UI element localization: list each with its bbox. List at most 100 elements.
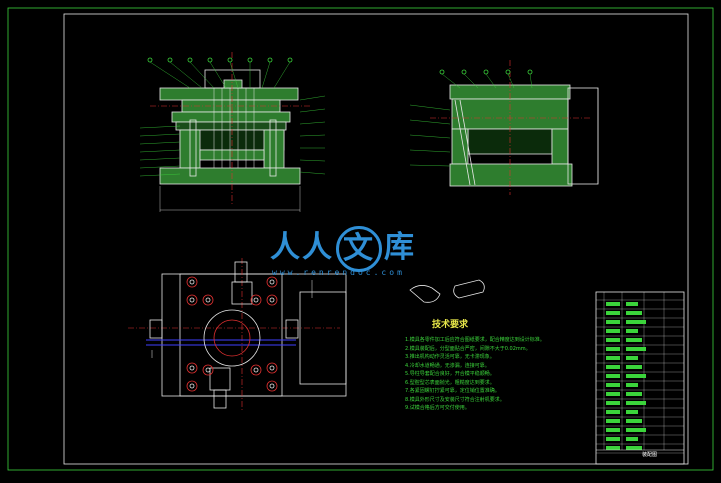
part-leader-line — [139, 165, 181, 169]
part-balloon — [287, 57, 293, 63]
sheet-outer-border — [7, 7, 714, 471]
title-block-name: 装配图 — [642, 452, 658, 458]
parts-list-entry — [606, 320, 620, 324]
screw-hole — [250, 364, 262, 376]
plan-side-block — [299, 291, 347, 385]
part-leader-line — [261, 61, 271, 89]
parts-list-entry — [626, 437, 638, 441]
sheet-inner-border — [63, 13, 689, 465]
plan-cavity-inner-circle — [213, 319, 251, 357]
screw-hole — [186, 380, 198, 392]
screw-hole — [186, 294, 198, 306]
part-leader-line — [189, 61, 215, 89]
screw-hole — [186, 276, 198, 288]
part-leader-line — [299, 159, 326, 162]
parts-list-entry — [606, 401, 620, 405]
parts-list-entry — [626, 446, 642, 450]
part-leader-line — [139, 149, 181, 153]
requirement-line: 2.模具装配后，分型面贴合严密，间隙不大于0.02mm。 — [405, 345, 531, 352]
technical-requirements-list: 1.模具各零件加工后应符合图纸要求，配合精度达到设计标准。 2.模具装配后，分型… — [405, 336, 545, 413]
screw-hole — [250, 294, 262, 306]
title-block-frame — [595, 291, 685, 465]
part-balloon — [527, 69, 533, 75]
parts-list-entry — [606, 383, 620, 387]
bottom-clamp-plate — [159, 167, 301, 185]
parts-list-entry — [626, 401, 646, 405]
part-isometric-sketch — [453, 279, 485, 299]
guide-pillar — [269, 119, 277, 177]
parts-list-entry — [626, 302, 638, 306]
screw-hole — [186, 362, 198, 374]
part-balloon — [505, 69, 511, 75]
parts-list-entry — [626, 383, 638, 387]
requirement-line: 6.型腔型芯表面抛光，粗糙度达到要求。 — [405, 379, 495, 386]
parts-list-entry — [626, 419, 642, 423]
part-leader-line — [507, 73, 515, 89]
watermark-char-ren1: 人 — [270, 230, 302, 265]
part-leader-line — [299, 108, 326, 113]
part-balloon — [147, 57, 153, 63]
parts-list-entry — [626, 374, 646, 378]
part-balloon — [167, 57, 173, 63]
plan-inner-plate — [179, 273, 283, 397]
parts-list-entry — [626, 356, 638, 360]
side-hydraulic-outline — [567, 87, 599, 185]
screw-hole-center — [189, 383, 195, 389]
part-leader-line — [139, 141, 181, 145]
screw-hole — [266, 276, 278, 288]
part-leader-line — [485, 73, 497, 89]
part-balloon — [247, 57, 253, 63]
part-leader-line — [409, 134, 451, 139]
part-balloon — [267, 57, 273, 63]
parts-list-entry — [606, 428, 620, 432]
parts-list-entry — [606, 347, 620, 351]
part-balloon — [227, 57, 233, 63]
locating-ring — [223, 79, 243, 89]
watermark-ring: 文 — [336, 225, 382, 272]
screw-hole-center — [189, 365, 195, 371]
part-leader-line — [139, 125, 181, 129]
parts-list-entry — [626, 311, 642, 315]
parts-list-entry — [626, 365, 642, 369]
part-balloon — [461, 69, 467, 75]
watermark-url: www.renrendoc.com — [272, 268, 405, 277]
side-spacer-right — [551, 128, 569, 165]
part-isometric-sketch — [409, 285, 441, 303]
part-leader-line — [409, 104, 451, 111]
screw-hole — [266, 294, 278, 306]
requirement-line: 3.推出机构动作灵活可靠，无卡滞现象。 — [405, 354, 495, 360]
angle-pin — [459, 99, 476, 186]
part-leader-line — [529, 73, 533, 89]
part-leader-line — [441, 73, 461, 89]
part-leader-line — [169, 61, 203, 89]
parts-list-entry — [606, 392, 620, 396]
part-balloon — [207, 57, 213, 63]
parts-list-entry — [606, 365, 620, 369]
parts-list-entry — [606, 356, 620, 360]
plan-slide-body-top — [231, 281, 253, 305]
plan-slide-bottom — [213, 389, 227, 409]
screw-hole-center — [269, 279, 275, 285]
screw-hole — [202, 294, 214, 306]
parts-list-entry — [606, 311, 620, 315]
support-plate — [175, 121, 287, 131]
technical-requirements-title: 技术要求 — [432, 320, 469, 330]
plan-cavity-circle — [203, 309, 261, 367]
part-leader-line — [299, 134, 326, 137]
part-balloon — [439, 69, 445, 75]
requirement-line: 5.导柱导套配合良好，开合模平稳顺畅。 — [405, 371, 495, 377]
watermark-char-wen: 文 — [343, 230, 375, 266]
screw-hole-center — [269, 383, 275, 389]
parts-list-entry — [626, 338, 642, 342]
part-leader-line — [149, 61, 191, 89]
parts-list-entry — [606, 410, 620, 414]
part-leader-line — [229, 61, 239, 89]
parts-list-entry — [606, 302, 620, 306]
watermark-char-ren2: 人 — [302, 230, 334, 265]
part-leader-line — [299, 95, 326, 101]
part-balloon — [187, 57, 193, 63]
parts-list-entry — [606, 446, 620, 450]
parts-list-entry — [626, 320, 646, 324]
